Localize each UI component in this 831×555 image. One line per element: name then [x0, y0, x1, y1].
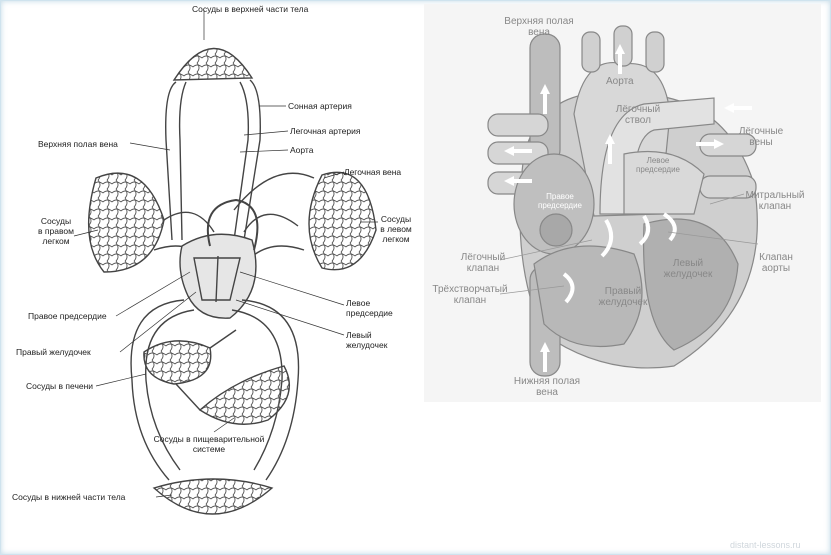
label-pulmonary-artery: Легочная артерия	[290, 126, 361, 136]
label-right-ventricle: Правый желудочек	[16, 347, 91, 357]
heart-diagram: Верхняя полая вена Аорта Лёгочный ствол …	[424, 4, 821, 402]
label-pulmonary-veins: Лёгочные вены	[738, 126, 784, 148]
label-upper-body-vessels: Сосуды в верхней части тела	[192, 4, 309, 14]
label-right-atrium: Правое предсердие	[28, 311, 107, 321]
lower-body-vessels	[152, 478, 274, 515]
left-ventricle	[642, 218, 739, 351]
left-lung-vessels	[308, 171, 377, 271]
label-mitral-valve: Митральный клапан	[745, 190, 805, 212]
label-liver-vessels: Сосуды в печени	[26, 381, 94, 391]
label-svc: Верхняя полая вена	[504, 16, 574, 38]
circulation-diagram: Сосуды в верхней части тела Сонная артер…	[4, 0, 418, 553]
label-aorta-right: Аорта	[606, 76, 634, 87]
label-left-ventricle-right: Левый желудочек	[663, 258, 713, 280]
label-ivc: Нижняя полая вена	[513, 376, 581, 398]
label-tricuspid-valve: Трёхстворчатый клапан	[432, 284, 508, 306]
label-pulmonary-vein: Легочная вена	[344, 167, 402, 177]
liver-vessels	[143, 340, 212, 385]
label-lower-body-vessels: Сосуды в нижней части тела	[12, 492, 126, 502]
label-pulmonary-valve: Лёгочный клапан	[460, 252, 506, 274]
label-aortic-valve: Клапан аорты	[759, 252, 793, 274]
label-left-atrium: Левое предсердие	[346, 298, 393, 318]
label-right-atrium-right: Правое предсердие	[537, 192, 583, 210]
watermark: distant-lessons.ru	[730, 540, 801, 550]
right-lung-vessels	[88, 172, 165, 273]
right-ventricle	[533, 245, 643, 348]
label-left-ventricle: Левый желудочек	[346, 330, 388, 350]
heart-drawing	[487, 25, 759, 377]
label-superior-vena-cava: Верхняя полая вена	[38, 139, 118, 149]
label-pulmonary-trunk: Лёгочный ствол	[615, 104, 661, 126]
heart	[179, 233, 257, 319]
left-atrium	[623, 150, 705, 215]
label-carotid-artery: Сонная артерия	[288, 101, 352, 111]
digestive-vessels	[198, 365, 291, 425]
label-right-lung-vessels: Сосуды в правом легком	[38, 216, 74, 246]
circulation-drawing	[73, 10, 378, 515]
upper-body-vessels	[172, 47, 254, 81]
label-right-ventricle-right: Правый желудочек	[598, 286, 648, 308]
label-aorta: Аорта	[290, 145, 314, 155]
label-left-atrium-right: Левое предсердие	[635, 156, 681, 174]
label-left-lung-vessels: Сосуды в левом легком	[380, 214, 412, 244]
label-digestive-vessels: Сосуды в пищеварительной системе	[153, 434, 265, 454]
